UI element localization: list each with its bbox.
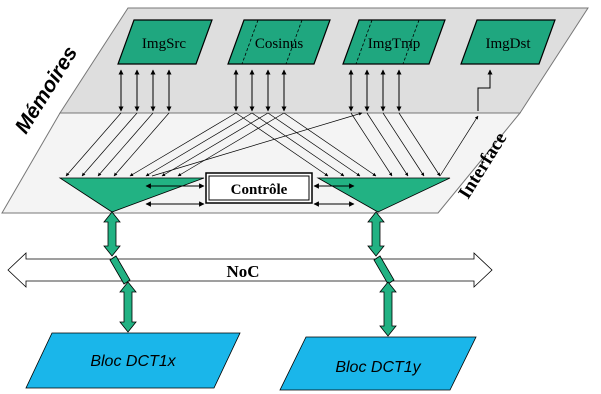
memory-imgsrc-label: ImgSrc [142,36,187,52]
fanout-links [65,112,479,177]
block-dct1y: Bloc DCT1y [279,336,477,391]
link-right [367,211,397,337]
control-box: Contrôle [205,172,313,204]
memory-vertical-links [118,69,493,112]
noc-label: NoC [226,262,259,281]
control-links [145,183,355,207]
link-left [103,211,137,333]
control-label: Contrôle [231,182,288,198]
memory-imgtmp: ImgTmp [342,19,446,65]
memory-imgtmp-label: ImgTmp [368,36,421,52]
block-dct1y-label: Bloc DCT1y [335,359,421,376]
memory-imgsrc: ImgSrc [117,19,213,65]
block-dct1x: Bloc DCT1x [25,332,241,389]
memory-cosinus-label: Cosinus [255,36,304,52]
memory-imgdst: ImgDst [460,19,556,65]
memory-cosinus: Cosinus [227,19,331,65]
block-dct1x-label: Bloc DCT1x [90,353,176,370]
memory-imgdst-label: ImgDst [486,36,532,52]
